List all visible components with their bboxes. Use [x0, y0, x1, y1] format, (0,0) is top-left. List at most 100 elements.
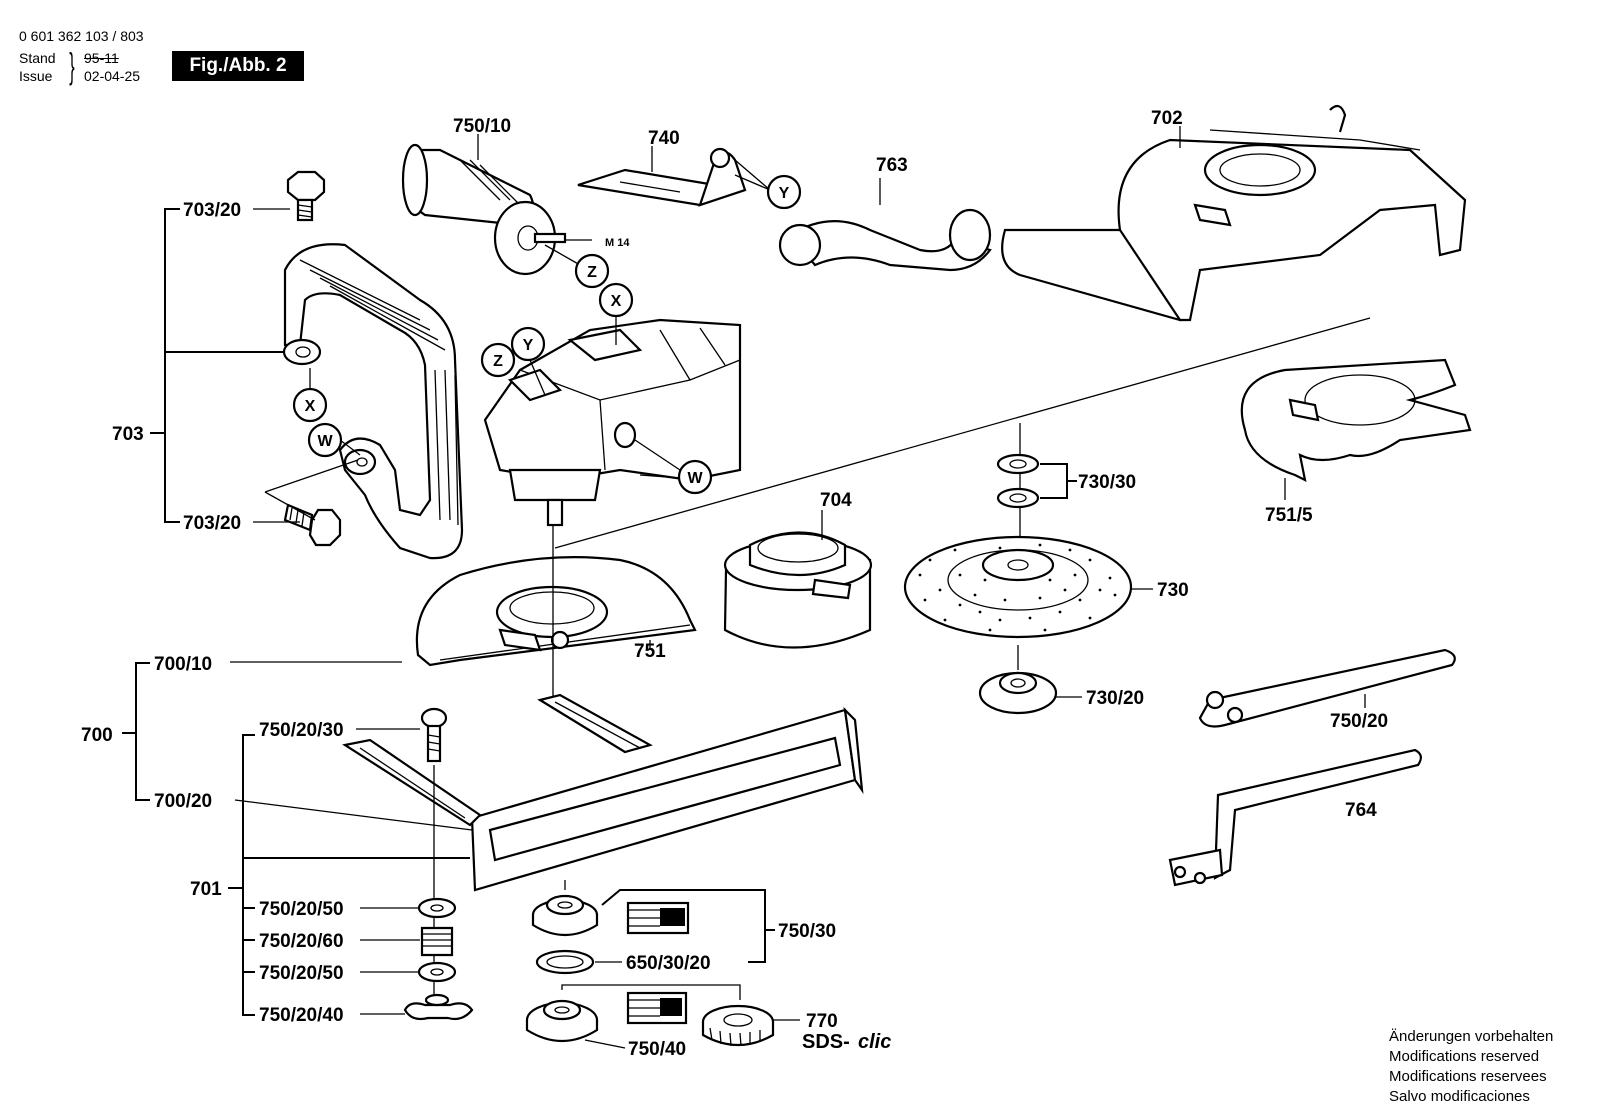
figure-badge: Fig./Abb. 2 — [172, 51, 304, 81]
marker-z-body: Z — [480, 342, 516, 378]
callout-763: 763 — [876, 155, 908, 176]
callout-764: 764 — [1345, 800, 1377, 821]
grinding-disc-730 — [903, 535, 1133, 639]
leaders-w-handle — [264, 459, 359, 521]
bracket-750-30 — [601, 889, 775, 963]
modifications-notes: Änderungen vorbehalten Modifications res… — [1389, 1027, 1553, 1107]
guard-751-5 — [1240, 358, 1472, 482]
cross-section-icon-a — [626, 901, 690, 935]
bracket-730-30 — [1040, 463, 1077, 499]
bolt-703-20-bottom — [283, 503, 342, 547]
callout-701: 701 — [190, 879, 222, 900]
callout-730-30: 730/30 — [1078, 472, 1136, 493]
callout-sds-prefix: SDS- — [802, 1031, 850, 1053]
guard-751 — [415, 556, 697, 667]
callout-750-20-40: 750/20/40 — [259, 1005, 344, 1026]
callout-750-20: 750/20 — [1330, 711, 1388, 732]
bolt-703-20-top — [286, 170, 326, 222]
washer-750-20-50-a — [417, 897, 457, 919]
callout-750-40: 750/40 — [628, 1039, 686, 1060]
callout-730: 730 — [1157, 580, 1189, 601]
callout-750-20-50-b: 750/20/50 — [259, 963, 344, 984]
wrench-764 — [1168, 748, 1422, 887]
carriage-bolt — [420, 707, 448, 763]
callout-703: 703 — [112, 424, 144, 445]
issue-label: Issue — [19, 68, 53, 84]
issue-value: 02-04-25 — [84, 68, 141, 84]
wing-nut-750-20-40 — [403, 993, 474, 1021]
note-line: Änderungen vorbehalten — [1389, 1028, 1554, 1045]
marker-w-body: W — [634, 439, 713, 495]
bracket-701 — [228, 734, 470, 1016]
callout-sds-suffix: clic — [858, 1031, 891, 1053]
header-brace: } — [69, 45, 75, 86]
leader-700-20 — [234, 799, 473, 831]
bracket-700 — [122, 662, 150, 801]
callout-703-20-bottom: 703/20 — [183, 513, 241, 534]
callout-750-20-50-a: 750/20/50 — [259, 899, 344, 920]
callout-750-10: 750/10 — [453, 116, 511, 137]
svg-text:W: W — [687, 470, 703, 487]
callout-751-5: 751/5 — [1265, 505, 1313, 526]
callout-702: 702 — [1151, 108, 1183, 129]
svg-text:Z: Z — [493, 353, 503, 370]
cutting-guide-700 — [342, 693, 864, 892]
callout-704: 704 — [820, 490, 852, 511]
sds-clic-nut-770 — [701, 1004, 775, 1047]
marker-y-body: Y — [510, 326, 546, 396]
marker-z-750-10: Z — [544, 244, 610, 289]
callout-650-30-20: 650/30/20 — [626, 953, 711, 974]
svg-text:Y: Y — [779, 185, 790, 202]
callout-740: 740 — [648, 128, 680, 149]
marker-w-handle: W — [307, 422, 361, 458]
stand-value: 95-11 — [84, 50, 119, 66]
angle-grinder-body — [483, 318, 742, 527]
leaders-washer-stack — [360, 907, 420, 1015]
note-line: Modifications reserved — [1389, 1048, 1540, 1065]
marker-x-body: X — [598, 282, 634, 345]
callout-750-30: 750/30 — [778, 921, 836, 942]
flange-nut-750-30 — [531, 894, 599, 936]
callout-700: 700 — [81, 725, 113, 746]
extraction-hose-763 — [778, 208, 992, 272]
wrench-750-20 — [1198, 648, 1456, 728]
flange-730-20 — [978, 671, 1058, 715]
callout-700-10: 700/10 — [154, 654, 212, 675]
cross-section-icon-b — [626, 991, 688, 1025]
document-number: 0 601 362 103 / 803 — [19, 28, 144, 44]
washers-730-30 — [996, 453, 1040, 509]
callout-703-20-top: 703/20 — [183, 200, 241, 221]
mounting-bracket-740 — [577, 147, 747, 207]
callout-700-20: 700/20 — [154, 791, 212, 812]
marker-y-740: Y — [734, 159, 802, 210]
o-ring-650-30-20 — [535, 949, 595, 975]
svg-text:Y: Y — [523, 337, 534, 354]
bracket-703 — [150, 208, 285, 523]
svg-text:Z: Z — [587, 264, 597, 281]
spring-750-20-60 — [420, 926, 454, 957]
note-line: Salvo modificaciones — [1389, 1088, 1530, 1105]
callout-750-20-30: 750/20/30 — [259, 720, 344, 741]
callout-750-20-60: 750/20/60 — [259, 931, 344, 952]
callout-m14: M 14 — [605, 237, 630, 249]
side-handle — [401, 143, 567, 276]
cutting-guard-702 — [1001, 104, 1467, 322]
flange-750-40 — [525, 999, 599, 1042]
callout-770: 770 — [806, 1011, 838, 1032]
stand-label: Stand — [19, 50, 56, 66]
auxiliary-bow-handle — [282, 243, 464, 560]
svg-text:X: X — [611, 293, 622, 310]
bracket-750-40-770 — [561, 984, 741, 1000]
leaders-703-20 — [253, 208, 300, 523]
svg-text:X: X — [305, 398, 316, 415]
extraction-guard-704 — [723, 531, 873, 649]
note-line: Modifications reservees — [1389, 1068, 1547, 1085]
callout-751: 751 — [634, 641, 666, 662]
marker-x-handle: X — [292, 368, 328, 423]
svg-text:W: W — [317, 433, 333, 450]
washer-750-20-50-b — [417, 961, 457, 983]
callout-730-20: 730/20 — [1086, 688, 1144, 709]
assembly-axis-line — [554, 317, 1371, 549]
leader-750-40 — [584, 1039, 626, 1049]
